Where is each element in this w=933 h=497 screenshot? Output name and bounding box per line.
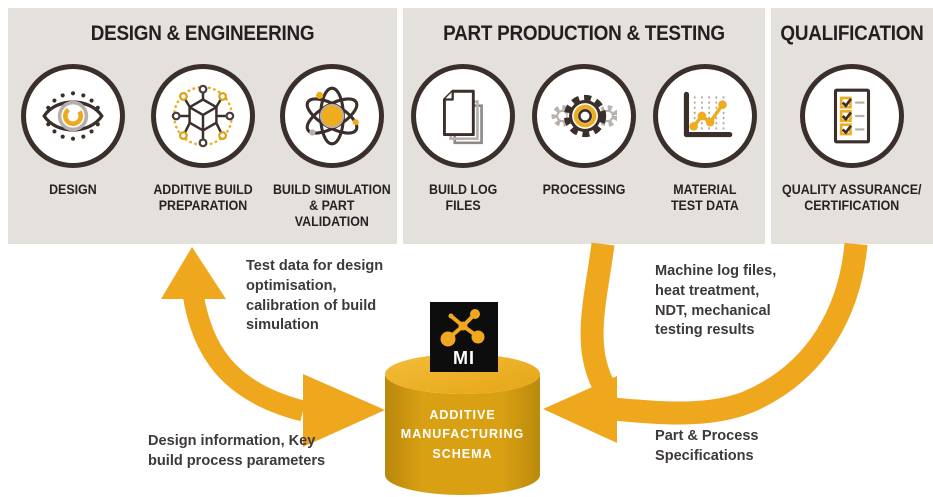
checklist-icon xyxy=(800,64,904,168)
section-part-production-testing: PART PRODUCTION & TESTING BUILD LOG FILE… xyxy=(403,8,765,244)
step-label: DESIGN xyxy=(49,182,97,197)
mi-logo-text: MI xyxy=(453,348,475,368)
step-build-log-files: BUILD LOG FILES xyxy=(403,64,524,214)
step-additive-build-preparation: ADDITIVE BUILD PREPARATION xyxy=(138,64,268,230)
annotation-machine-log: Machine log files, heat treatment, NDT, … xyxy=(655,262,777,339)
section-items: BUILD LOG FILES xyxy=(403,64,765,214)
schema-label: ADDITIVE MANUFACTURING SCHEMA xyxy=(400,408,525,461)
documents-icon xyxy=(411,64,516,168)
section-design-engineering: DESIGN & ENGINEERING xyxy=(8,8,397,244)
step-build-simulation: BUILD SIMULATION & PART VALIDATION xyxy=(267,64,397,230)
annotation-design-info: Design information, Key build process pa… xyxy=(148,432,326,469)
mi-logo: MI xyxy=(430,302,498,372)
molecule-icon xyxy=(440,309,485,347)
network-icon xyxy=(150,64,255,168)
chart-icon xyxy=(652,64,757,168)
step-label: QUALITY ASSURANCE/ CERTIFICATION xyxy=(782,182,922,213)
step-label: PROCESSING xyxy=(542,182,626,197)
annotation-test-data: Test data for design optimisation, calib… xyxy=(246,257,384,334)
section-items: DESIGN xyxy=(8,64,397,230)
gears-icon xyxy=(532,64,636,168)
eye-icon xyxy=(20,64,125,168)
annotation-part-process: Part & Process Specifications xyxy=(655,427,759,464)
step-label: MATERIAL TEST DATA xyxy=(670,182,739,213)
step-label: ADDITIVE BUILD PREPARATION xyxy=(152,182,253,213)
step-processing: PROCESSING xyxy=(524,64,645,214)
section-items: QUALITY ASSURANCE/ CERTIFICATION xyxy=(771,64,933,214)
step-quality-assurance: QUALITY ASSURANCE/ CERTIFICATION xyxy=(771,64,933,214)
section-title: DESIGN & ENGINEERING xyxy=(90,22,315,45)
step-material-test-data: MATERIAL TEST DATA xyxy=(644,64,765,214)
section-qualification: QUALIFICATION xyxy=(771,8,933,244)
step-label: BUILD SIMULATION & PART VALIDATION xyxy=(273,182,392,229)
step-design: DESIGN xyxy=(8,64,138,230)
section-title: PART PRODUCTION & TESTING xyxy=(443,22,725,45)
section-title: QUALIFICATION xyxy=(780,22,924,45)
step-label: BUILD LOG FILES xyxy=(429,182,498,213)
schema-cylinder xyxy=(385,354,540,495)
atom-icon xyxy=(280,64,385,168)
